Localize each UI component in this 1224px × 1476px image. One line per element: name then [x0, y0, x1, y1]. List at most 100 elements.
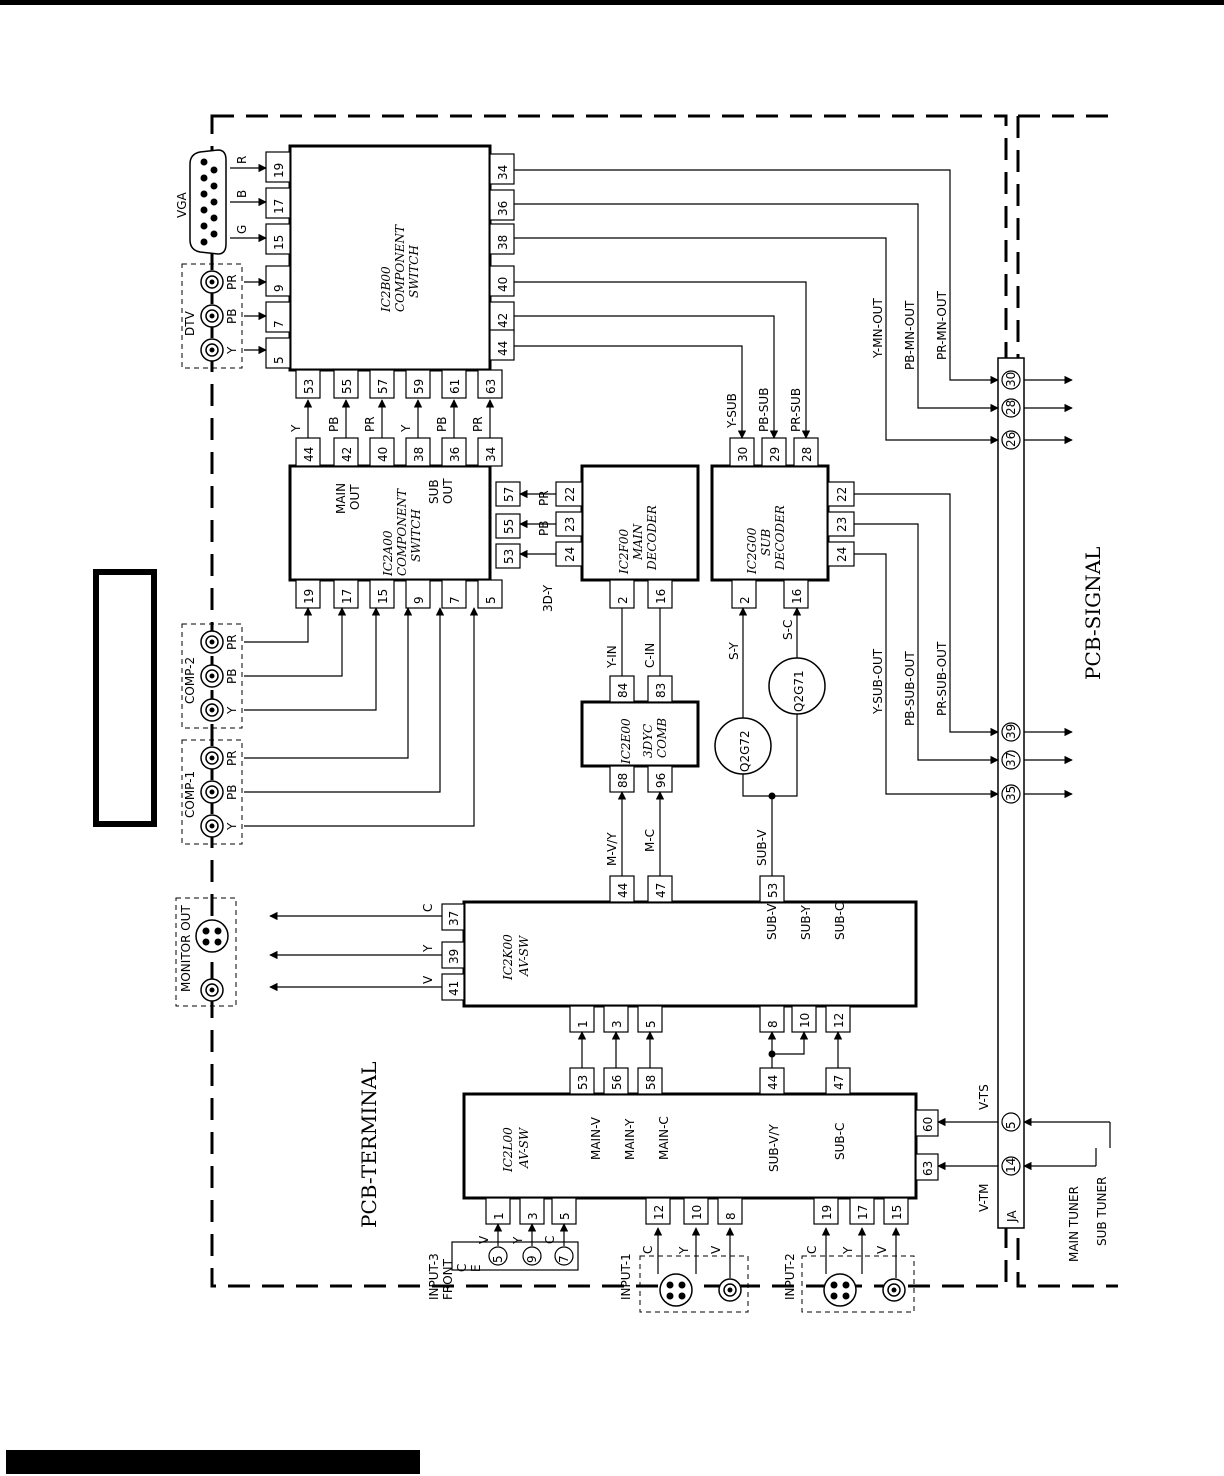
- input2-s-jack-pin-1: [842, 1281, 850, 1289]
- ic2e00-name: IC2E00: [619, 718, 633, 765]
- ja-pin-5: 5: [1004, 1121, 1018, 1129]
- a00-b00-sig-5: PR: [471, 416, 485, 432]
- ic2a00-rpin-57: 57: [502, 487, 516, 502]
- sub-out-label-1: SUB: [427, 479, 441, 504]
- input3-pin-0-ring: [488, 1246, 508, 1266]
- ic2g00-rpin-23-box: [827, 511, 855, 537]
- ic2b00-bpin-53: 53: [302, 379, 316, 394]
- input1-label: INPUT-1: [619, 1253, 633, 1300]
- ic2a00-tpin-42: 42: [340, 447, 354, 462]
- ic2g00-bpin-16: 16: [790, 589, 804, 604]
- dtv-jack-pr-center: [209, 279, 215, 285]
- pb-mn-out-label: PB-MN-OUT: [903, 300, 917, 370]
- ic2f00-pin-23: 23: [563, 517, 577, 532]
- ic2b00-pin-36: 36: [496, 201, 510, 216]
- vga-pin-4: [200, 222, 208, 230]
- ic2k00-bpin-10: 10: [798, 1013, 812, 1028]
- monitor-out-label: MONITOR OUT: [179, 905, 193, 992]
- q2g71-label: Q2G71: [792, 670, 806, 712]
- ic2b00-pin-19-box: [265, 151, 291, 183]
- dtv-pr-label: PR: [225, 274, 239, 290]
- ja-pin-26: 26: [1004, 432, 1018, 447]
- m-vy-label: M-V/Y: [605, 832, 619, 866]
- main-out-label-1: MAIN: [334, 483, 348, 514]
- input3-pin-1: 9: [525, 1255, 539, 1263]
- y-sub-label: Y-SUB: [725, 393, 739, 429]
- ja-pin-30-ring: [1001, 370, 1021, 390]
- comp2-jack-pr-center: [209, 639, 215, 645]
- vga-pin-1: [200, 174, 208, 182]
- ic2l00-tpin-58: 58: [644, 1075, 658, 1090]
- ic2g00-rpin-23: 23: [835, 517, 849, 532]
- ic2l00-bpin-10: 10: [690, 1205, 704, 1220]
- input1-s-jack-pin-3: [678, 1292, 686, 1300]
- ic2a00-tpin-44: 44: [302, 447, 316, 462]
- ic2k00-bpin-8: 8: [766, 1020, 780, 1028]
- input3-pin-0: 5: [491, 1255, 505, 1263]
- comp2-frame: [181, 623, 243, 729]
- ic2b00-pin-36-box: [489, 189, 515, 221]
- ic2b00-line2: COMPONENT: [393, 224, 407, 312]
- ic2e00-tpin-83-box: [647, 675, 673, 703]
- ja-pin-14-ring: [1001, 1156, 1021, 1176]
- ic2l00-tpin-44: 44: [766, 1075, 780, 1090]
- pb-mn-out-wire: [514, 203, 999, 413]
- ic2b00-bpin-53-box: [295, 369, 321, 399]
- three-d-y-label: 3D-Y: [541, 584, 555, 612]
- monitor-v-label: V: [421, 975, 435, 984]
- ic2l00-bpin-15: 15: [890, 1205, 904, 1220]
- ic2g00-rpin-24: 24: [835, 547, 849, 562]
- input1-c-label: C: [641, 1246, 655, 1254]
- y-sub-out-wire: [854, 553, 999, 799]
- ic2b00-pin-40-box: [489, 265, 515, 297]
- comp2-jack-y-center: [209, 707, 215, 713]
- ic2k00-tpin-44: 44: [616, 883, 630, 898]
- ic2b00-bpin-55-box: [333, 369, 359, 399]
- ic2b00-bpin-61: 61: [448, 379, 462, 394]
- v-tm-label: V-TM: [977, 1184, 991, 1212]
- sub-v-junction: [768, 792, 776, 800]
- ic2f00-pin-22: 22: [563, 487, 577, 502]
- ic2e00-line2: 3DYC: [641, 724, 655, 758]
- input2-s-jack: [823, 1273, 857, 1307]
- a00-b00-sig-2: PR: [363, 416, 377, 432]
- monitor-out-frame: [175, 897, 237, 1007]
- ic2b00-bpin-61-box: [441, 369, 467, 399]
- ic2k00-tpin-53-box: [759, 875, 785, 903]
- ic2k00-bpin-8-box: [759, 1005, 785, 1033]
- input3-c-label: C: [455, 1264, 469, 1272]
- ic2b00-pin-44: 44: [496, 341, 510, 356]
- s-y-label: S-Y: [727, 641, 741, 660]
- input2-label: INPUT-2: [783, 1253, 797, 1300]
- comp1-jack-y-center: [209, 823, 215, 829]
- ic2a00-bpin-15-box: [369, 579, 395, 609]
- ic2a00-line2: COMPONENT: [395, 488, 409, 576]
- ic2l00-tpin-56: 56: [610, 1075, 624, 1090]
- ic2k00-bpin-10-box: [791, 1005, 817, 1033]
- comp1-y-wire: [244, 607, 479, 827]
- ic2k00-line2: AV-SW: [517, 934, 531, 977]
- ic2e00-tpin-83: 83: [654, 683, 668, 698]
- f00-pb-label: PB: [537, 521, 551, 536]
- ja-label: JA: [1005, 1210, 1019, 1223]
- ic2a00-tpin-34: 34: [484, 447, 498, 462]
- pr-sub-label: PR-SUB: [789, 388, 803, 432]
- ic2k00-lpin-37: 37: [447, 911, 461, 926]
- ja-pin-26-ring: [1001, 430, 1021, 450]
- input3-y-sig: Y: [511, 1236, 525, 1245]
- comp1-pr-wire: [244, 607, 413, 759]
- ic2a00-bpin-5: 5: [484, 596, 498, 604]
- ic2k00-tpin-53: 53: [766, 883, 780, 898]
- ic2g00-line2: SUB: [759, 529, 773, 556]
- ic2b00-pin-40: 40: [496, 277, 510, 292]
- comp1-y-label: Y: [225, 822, 239, 831]
- ic2g00-tpin-29: 29: [768, 447, 782, 462]
- ic2l00-bpin-3: 3: [526, 1212, 540, 1220]
- ic2a00-tpin-38: 38: [412, 447, 426, 462]
- comp2-pr-label: PR: [225, 634, 239, 650]
- ja-pin-14: 14: [1004, 1158, 1018, 1173]
- ja-pin-37: 37: [1004, 752, 1018, 767]
- ic2b00-pin-44-box: [489, 329, 515, 361]
- ic2l00-bpin-8-box: [717, 1197, 743, 1225]
